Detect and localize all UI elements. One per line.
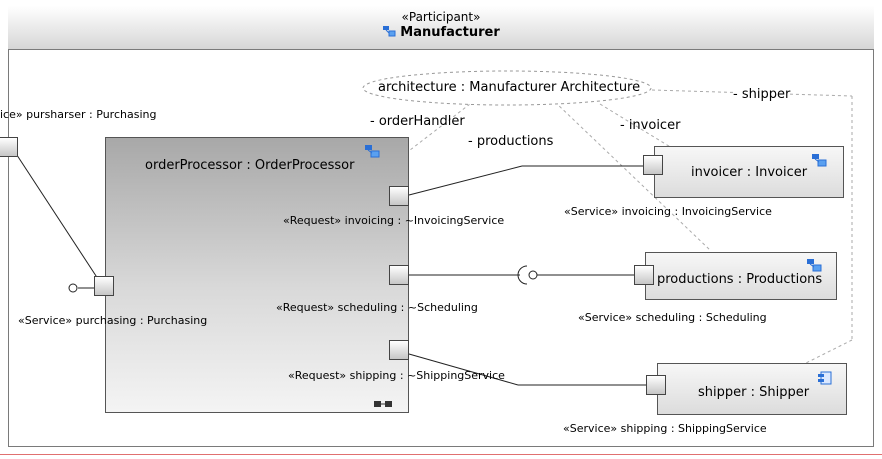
participant-icon bbox=[807, 259, 822, 272]
frame-title-row: Manufacturer bbox=[8, 25, 874, 40]
req-scheduling-port[interactable] bbox=[389, 265, 409, 285]
req-invoicing-label: «Request» invoicing : ~InvoicingService bbox=[283, 214, 505, 227]
component-icon bbox=[818, 371, 832, 385]
frame-title: Manufacturer bbox=[400, 25, 500, 40]
svc-scheduling-label: «Service» scheduling : Scheduling bbox=[578, 311, 767, 324]
purchasing-port[interactable] bbox=[94, 276, 114, 296]
role-invoicer: - invoicer bbox=[620, 118, 681, 133]
shipper-part[interactable]: shipper : Shipper bbox=[657, 363, 847, 415]
svc-scheduling-port[interactable] bbox=[634, 265, 654, 285]
svc-invoicing-label: «Service» invoicing : InvoicingService bbox=[564, 205, 772, 218]
svc-shipping-label: «Service» shipping : ShippingService bbox=[563, 422, 767, 435]
participant-icon bbox=[812, 154, 827, 167]
purchaser-port[interactable] bbox=[0, 137, 18, 157]
svc-shipping-port[interactable] bbox=[646, 375, 666, 395]
order-processor-name: orderProcessor : OrderProcessor bbox=[145, 158, 355, 173]
collaboration-ellipse[interactable] bbox=[362, 70, 652, 106]
scheduling-interface-ball bbox=[528, 270, 538, 280]
role-links bbox=[383, 89, 853, 367]
invoicer-name: invoicer : Invoicer bbox=[691, 165, 808, 180]
req-scheduling-label: «Request» scheduling : ~Scheduling bbox=[276, 301, 478, 314]
participant-icon bbox=[365, 145, 380, 158]
shipper-name: shipper : Shipper bbox=[698, 385, 810, 400]
req-shipping-port[interactable] bbox=[389, 340, 409, 360]
frame-stereotype: «Participant» bbox=[401, 10, 481, 24]
productions-name: productions : Productions bbox=[657, 272, 823, 287]
collaboration-label: architecture : Manufacturer Architecture bbox=[378, 80, 641, 95]
provided-interface-lollipop bbox=[68, 283, 78, 293]
role-shipper: - shipper bbox=[733, 87, 791, 102]
editor-bottom-border bbox=[0, 454, 882, 455]
structure-icon bbox=[374, 401, 392, 407]
frame-header: «Participant» Manufacturer bbox=[8, 6, 874, 50]
connectors bbox=[10, 145, 647, 386]
req-invoicing-port[interactable] bbox=[389, 186, 409, 206]
participant-icon bbox=[383, 26, 396, 37]
purchasing-port-label: «Service» purchasing : Purchasing bbox=[18, 314, 208, 327]
invoicer-part[interactable]: invoicer : Invoicer bbox=[654, 146, 844, 198]
svc-invoicing-port[interactable] bbox=[643, 155, 663, 175]
productions-part[interactable]: productions : Productions bbox=[645, 252, 837, 300]
purchaser-port-label: ice» pursharser : Purchasing bbox=[0, 108, 157, 121]
role-orderhandler: - orderHandler bbox=[370, 114, 465, 129]
req-shipping-label: «Request» shipping : ~ShippingService bbox=[288, 369, 505, 382]
order-processor-part[interactable]: orderProcessor : OrderProcessor bbox=[105, 137, 409, 413]
role-productions: - productions bbox=[468, 134, 554, 149]
